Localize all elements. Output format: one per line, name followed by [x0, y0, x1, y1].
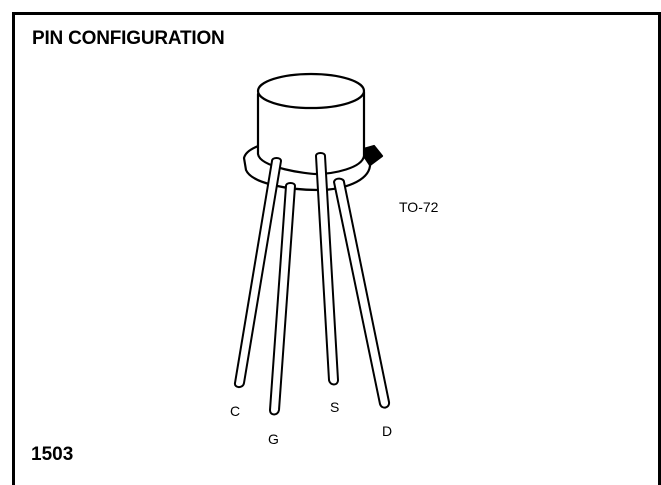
pin-lead-d: [333, 177, 391, 409]
part-number: 1503: [31, 444, 74, 465]
pin-lead-g: [269, 182, 296, 416]
package-body: [256, 90, 366, 176]
pin-label-d: D: [382, 423, 392, 439]
figure-title: PIN CONFIGURATION: [32, 28, 225, 49]
package-tab: [358, 144, 384, 167]
package-cap: [256, 72, 366, 110]
pin-lead-s: [315, 152, 339, 386]
pin-label-c: C: [230, 403, 240, 419]
pin-lead-c: [233, 157, 282, 389]
figure-frame: [12, 12, 661, 485]
pin-label-s: S: [330, 399, 339, 415]
package-label: TO-72: [399, 199, 439, 215]
pin-leads: [233, 152, 391, 416]
transistor-package: [242, 72, 384, 192]
pin-label-g: G: [268, 431, 279, 447]
